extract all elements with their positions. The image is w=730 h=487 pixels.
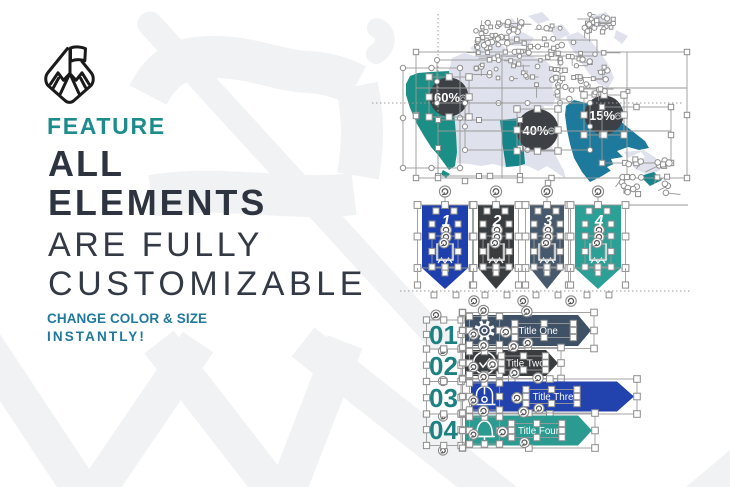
svg-text:1: 1 bbox=[442, 213, 451, 230]
svg-text:Title Three: Title Three bbox=[533, 392, 580, 403]
svg-text:4: 4 bbox=[594, 213, 604, 230]
svg-text:Title One: Title One bbox=[519, 326, 559, 337]
svg-text:04: 04 bbox=[429, 415, 458, 445]
svg-text:02: 02 bbox=[429, 351, 458, 381]
svg-text:3: 3 bbox=[544, 213, 553, 230]
svg-text:40%: 40% bbox=[522, 123, 548, 138]
svg-text:03: 03 bbox=[429, 383, 458, 413]
svg-text:60%: 60% bbox=[434, 90, 460, 105]
svg-text:2: 2 bbox=[492, 213, 502, 230]
svg-text:01: 01 bbox=[429, 320, 458, 350]
svg-text:Title Two: Title Two bbox=[506, 359, 545, 370]
svg-text:Title Four: Title Four bbox=[518, 426, 560, 437]
